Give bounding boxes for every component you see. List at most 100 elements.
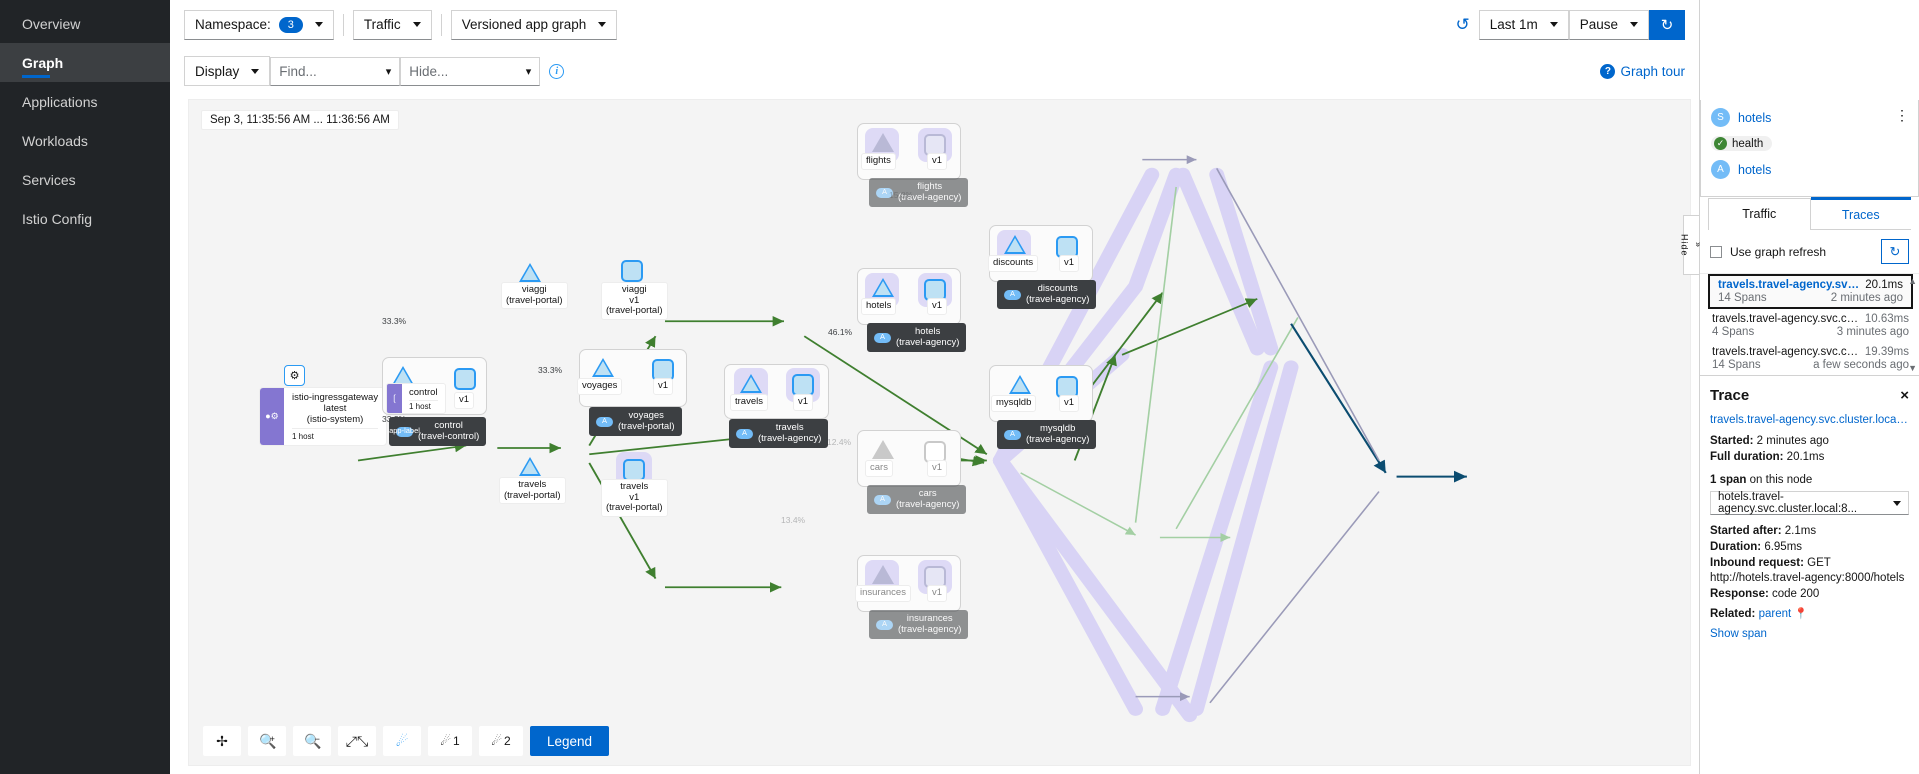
service-node-hotels[interactable]	[872, 278, 894, 297]
layout-default-icon[interactable]: ☄	[383, 726, 421, 756]
sidebar-item-applications[interactable]: Applications	[0, 82, 170, 121]
question-icon: ?	[1600, 63, 1616, 79]
service-node-viaggi[interactable]	[519, 263, 541, 282]
panel-tabs: Traffic Traces	[1708, 197, 1911, 230]
node-label-voyages: voyages	[577, 378, 623, 395]
node-label-travels-v1: v1	[793, 394, 814, 411]
layout-2-label: 2	[504, 734, 511, 748]
tab-traffic[interactable]: Traffic	[1708, 198, 1811, 230]
traffic-selector[interactable]: Traffic	[352, 9, 432, 40]
graph-tour-button[interactable]: ? Graph tour	[1600, 63, 1685, 79]
hide-input[interactable]: Hide... ▾	[400, 56, 541, 86]
service-node-cars[interactable]	[872, 440, 894, 459]
info-icon[interactable]: i	[549, 63, 565, 79]
app-name-link[interactable]: hotels	[1738, 162, 1772, 177]
workload-node-travels-portal-v1[interactable]	[623, 459, 645, 481]
history-icon[interactable]: ↺	[1455, 14, 1470, 34]
app-namespace: (travel-agency)	[1026, 293, 1090, 305]
sidebar-label: Istio Config	[22, 210, 93, 227]
show-span-link[interactable]: Show span	[1710, 628, 1767, 640]
divider	[342, 13, 344, 36]
app-name: control	[434, 420, 463, 431]
sidebar-item-istio-config[interactable]: Istio Config	[0, 199, 170, 238]
refresh-interval-selector[interactable]: Pause	[1568, 9, 1649, 40]
health-badge: ✓ health	[1711, 136, 1773, 151]
app-name: mysqldb	[1039, 423, 1076, 434]
pan-icon[interactable]: ✢	[203, 726, 241, 756]
sidebar-item-services[interactable]: Services	[0, 160, 170, 199]
layout-option-1-button[interactable]: ☄1	[428, 726, 472, 756]
layout-1-label: 1	[453, 734, 460, 748]
workload-node-travels-v1[interactable]	[792, 374, 814, 396]
fit-screen-icon[interactable]: ⤢⤡	[338, 726, 376, 756]
service-name-link[interactable]: hotels	[1738, 110, 1772, 125]
chevron-right-icon: »	[1693, 241, 1704, 248]
node-namespace: (travel-portal)	[606, 502, 663, 513]
trace-detail-link[interactable]: travels.travel-agency.svc.cluster.local:…	[1710, 414, 1909, 426]
zoom-out-icon[interactable]: 🔍−	[293, 726, 331, 756]
node-label-insurances: insurances	[855, 585, 911, 602]
app-namespace: (travel-agency)	[898, 623, 962, 635]
full-duration-value: 20.1ms	[1786, 451, 1825, 463]
trace-list[interactable]: travels.travel-agency.svc.clus... 20.1ms…	[1700, 273, 1919, 375]
workload-node-control-v1[interactable]	[454, 368, 476, 390]
app-name: travels	[775, 422, 804, 433]
trace-list-item[interactable]: travels.travel-agency.svc.clus... 20.1ms…	[1708, 274, 1913, 309]
graph-canvas[interactable]: Sep 3, 11:35:56 AM ... 11:36:56 AM	[188, 99, 1691, 766]
service-node-mysqldb[interactable]	[1009, 375, 1031, 394]
service-node-discounts[interactable]	[1004, 235, 1026, 254]
workload-node-viaggi-v1[interactable]	[621, 260, 643, 282]
trace-name: travels.travel-agency.svc.cluste...	[1712, 313, 1859, 325]
kebab-menu-icon[interactable]: ⋮	[1895, 107, 1909, 123]
edge-percent-label: 33.3%	[382, 414, 407, 424]
close-icon[interactable]: ×	[1900, 387, 1909, 404]
use-graph-refresh-checkbox[interactable]	[1710, 245, 1722, 258]
app-namespace: (travel-portal)	[618, 420, 675, 432]
graph-type-selector[interactable]: Versioned app graph	[450, 9, 618, 40]
namespace-selector[interactable]: Namespace: 3	[184, 9, 334, 40]
service-node-travels[interactable]	[740, 374, 762, 393]
app-badge: A	[876, 187, 893, 198]
chevron-down-icon[interactable]: ▾	[385, 65, 392, 78]
use-graph-refresh-row: Use graph refresh ↻	[1700, 230, 1919, 273]
hide-panel-toggle[interactable]: » Hide	[1680, 215, 1704, 275]
service-node-insurances[interactable]	[872, 565, 894, 584]
refresh-mode-label: Pause	[1579, 17, 1618, 32]
service-node-control[interactable]	[392, 366, 414, 385]
gateway-badge-icon[interactable]: ⚙	[284, 365, 305, 386]
trace-list-item[interactable]: travels.travel-agency.svc.cluste... 10.6…	[1700, 309, 1919, 342]
service-node-flights[interactable]	[872, 133, 894, 152]
sidebar-item-workloads[interactable]: Workloads	[0, 121, 170, 160]
tab-traces[interactable]: Traces	[1810, 197, 1911, 229]
display-menu-button[interactable]: Display	[184, 56, 271, 86]
node-istio-ingressgateway[interactable]: ●⚙ istio-ingressgateway latest (istio-sy…	[259, 387, 388, 446]
service-node-voyages[interactable]	[592, 358, 614, 377]
zoom-in-icon[interactable]: 🔍+	[248, 726, 286, 756]
chevron-down-icon[interactable]: ▾	[525, 65, 532, 78]
scroll-up-icon[interactable]: ▲	[1908, 276, 1917, 286]
namespace-count-badge: 3	[278, 16, 303, 33]
sidebar-item-graph[interactable]: Graph	[0, 43, 170, 82]
sidebar-item-overview[interactable]: Overview	[0, 4, 170, 43]
app-namespace: (travel-agency)	[898, 191, 962, 203]
scroll-down-icon[interactable]: ▼	[1908, 363, 1917, 373]
trace-spans: 14 Spans	[1718, 292, 1767, 304]
trace-list-item[interactable]: travels.travel-agency.svc.cluste... 19.3…	[1700, 342, 1919, 375]
duration-value: 6.95ms	[1764, 541, 1803, 553]
find-input[interactable]: Find... ▾	[270, 56, 401, 86]
node-label-cars: cars	[865, 460, 893, 477]
related-parent-link[interactable]: parent	[1758, 608, 1792, 620]
traces-refresh-button[interactable]: ↻	[1881, 239, 1909, 264]
legend-button[interactable]: Legend	[530, 726, 610, 756]
time-range-selector[interactable]: Last 1m	[1478, 9, 1569, 40]
layout-option-2-button[interactable]: ☄2	[479, 726, 523, 756]
span-selector[interactable]: hotels.travel-agency.svc.cluster.local:8…	[1710, 491, 1909, 515]
node-label-travels-portal: travels(travel-portal)	[499, 477, 566, 504]
service-node-travels-portal[interactable]	[519, 457, 541, 476]
side-panel: ⋮ S hotels ✓ health A hotels T	[1699, 0, 1919, 774]
legend-label: Legend	[547, 733, 593, 749]
app-namespace: (travel-agency)	[896, 336, 960, 348]
response-value: code 200	[1772, 588, 1820, 600]
refresh-button[interactable]: ↻	[1649, 9, 1685, 40]
app-label-cars: A cars(travel-agency)	[867, 485, 967, 514]
